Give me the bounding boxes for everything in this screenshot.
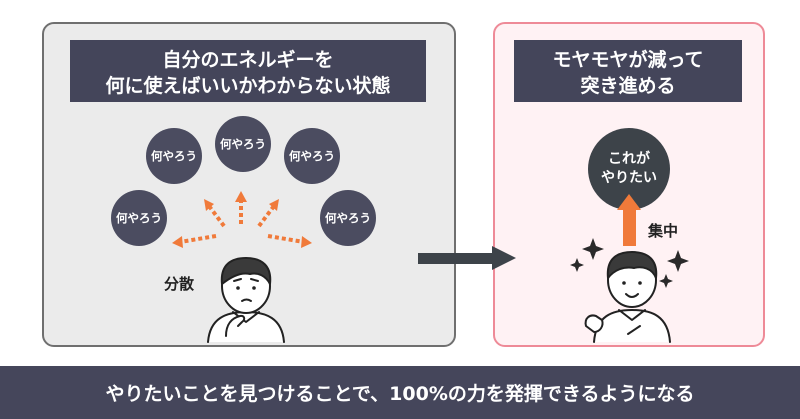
question-bubble-4: 何やろう — [284, 128, 340, 184]
sparkle-icon — [667, 250, 689, 272]
bottom-banner: やりたいことを見つけることで、100%の力を発揮できるようになる — [0, 366, 800, 419]
question-bubble-5: 何やろう — [320, 190, 376, 246]
sparkle-icon — [659, 274, 673, 288]
goal-line-1: これが — [608, 151, 650, 167]
left-title-line-2: 何に使えばいいかわからない状態 — [105, 75, 391, 97]
transition-arrow — [418, 246, 516, 270]
scatter-arrow-4 — [257, 199, 279, 228]
scatter-arrows — [172, 191, 312, 248]
scatter-arrow-3 — [235, 191, 247, 224]
sparkle-icon — [570, 258, 584, 272]
sparkle-icons — [570, 238, 689, 288]
focus-label: 集中 — [648, 222, 679, 240]
thinking-person-icon — [207, 257, 285, 343]
scatter-arrow-5 — [267, 234, 312, 248]
question-bubble-2: 何やろう — [146, 128, 202, 184]
happy-person-icon — [584, 251, 671, 343]
left-panel-title: 自分のエネルギーを 何に使えばいいかわからない状態 — [70, 40, 426, 102]
question-bubble-1: 何やろう — [111, 190, 167, 246]
goal-line-2: やりたい — [601, 170, 657, 186]
scatter-label: 分散 — [164, 275, 195, 293]
sparkle-icon — [582, 238, 604, 260]
focus-arrow — [617, 194, 641, 246]
left-title-line-1: 自分のエネルギーを — [162, 49, 334, 71]
right-panel-title: モヤモヤが減って 突き進める — [514, 40, 742, 102]
scatter-arrow-1 — [172, 234, 217, 248]
question-bubble-3: 何やろう — [215, 116, 271, 172]
right-title-line-1: モヤモヤが減って — [552, 49, 704, 71]
right-title-line-2: 突き進める — [580, 75, 676, 97]
scatter-arrow-2 — [204, 199, 226, 228]
